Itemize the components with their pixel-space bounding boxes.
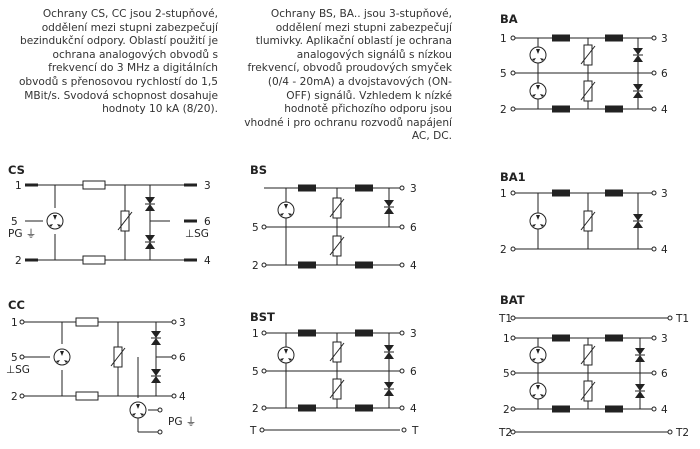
- cs-terminal-5: 5: [11, 216, 18, 228]
- ba-terminal-3: 3: [661, 33, 668, 45]
- bat-terminal-5: 5: [503, 368, 510, 380]
- ba-terminal-1: 1: [500, 33, 507, 45]
- cc-sg-label: ⊥SG: [6, 364, 30, 376]
- bs-terminal-2: 2: [252, 260, 259, 272]
- bat-terminal-4: 4: [661, 404, 668, 416]
- ba-terminal-4: 4: [661, 104, 668, 116]
- title-bat: BAT: [500, 293, 525, 307]
- cs-terminal-3: 3: [204, 180, 211, 192]
- cs-pg-label: PG ⏚: [8, 228, 36, 240]
- diagram-bat: T1 T1 1 3 5 6 2 4 T2 T2: [498, 313, 689, 439]
- title-bst: BST: [250, 310, 275, 324]
- ba1-terminal-3: 3: [661, 188, 668, 200]
- cc-pg-label: PG ⏚: [168, 416, 196, 428]
- bat-terminal-6: 6: [661, 368, 668, 380]
- bst-terminal-2: 2: [252, 403, 259, 415]
- cs-sg-label: ⊥SG: [185, 228, 209, 240]
- bat-terminal-t1-left: T1: [498, 313, 512, 325]
- cs-terminal-6: 6: [204, 216, 211, 228]
- diagram-bs: 3 5 6 2 4: [252, 183, 417, 272]
- title-cc: CC: [8, 298, 25, 312]
- diagram-ba1: 1 3 2 4: [500, 188, 668, 256]
- bat-terminal-t2-right: T2: [675, 427, 689, 439]
- bs-terminal-4: 4: [410, 260, 417, 272]
- bst-terminal-3: 3: [410, 328, 417, 340]
- bat-terminal-1: 1: [503, 333, 510, 345]
- cc-terminal-3: 3: [179, 317, 186, 329]
- cs-terminal-2: 2: [15, 255, 22, 267]
- description-bs-ba: Ochrany BS, BA.. jsou 3-stupňové, odděle…: [244, 8, 452, 143]
- title-bs: BS: [250, 163, 268, 177]
- ba-terminal-5: 5: [500, 68, 507, 80]
- bat-terminal-t1-right: T1: [675, 313, 689, 325]
- bst-terminal-5: 5: [252, 366, 259, 378]
- bst-terminal-t-left: T: [249, 425, 257, 437]
- diagram-cc: 1 5 ⊥SG 2 3 6 4 PG ⏚: [6, 317, 196, 435]
- cc-terminal-4: 4: [179, 391, 186, 403]
- ba1-terminal-4: 4: [661, 244, 668, 256]
- cc-terminal-2: 2: [11, 391, 18, 403]
- title-ba: BA: [500, 12, 518, 26]
- bst-terminal-4: 4: [410, 403, 417, 415]
- cc-terminal-6: 6: [179, 352, 186, 364]
- diagram-ba: 1 3 5 6 2 4: [500, 33, 668, 116]
- diagram-bst: 1 3 5 6 2 4 T T: [249, 328, 419, 437]
- description-cs-cc: Ochrany CS, CC jsou 2-stupňové, oddělení…: [18, 8, 218, 116]
- bs-terminal-3: 3: [410, 183, 417, 195]
- diagram-cs: 1 5 PG ⏚ 2 3 6 ⊥SG 4: [8, 180, 211, 267]
- bat-terminal-t2-left: T2: [498, 427, 512, 439]
- cc-terminal-1: 1: [11, 317, 18, 329]
- bat-terminal-3: 3: [661, 333, 668, 345]
- bs-terminal-6: 6: [410, 222, 417, 234]
- bst-terminal-t-right: T: [411, 425, 419, 437]
- bst-terminal-1: 1: [252, 328, 259, 340]
- cc-terminal-5: 5: [11, 352, 18, 364]
- ba-terminal-2: 2: [500, 104, 507, 116]
- ba-terminal-6: 6: [661, 68, 668, 80]
- cs-terminal-4: 4: [204, 255, 211, 267]
- cs-terminal-1: 1: [15, 180, 22, 192]
- title-ba1: BA1: [500, 170, 526, 184]
- bst-terminal-6: 6: [410, 366, 417, 378]
- ba1-terminal-2: 2: [500, 244, 507, 256]
- ba1-terminal-1: 1: [500, 188, 507, 200]
- title-cs: CS: [8, 163, 25, 177]
- bs-terminal-5: 5: [252, 222, 259, 234]
- bat-terminal-2: 2: [503, 404, 510, 416]
